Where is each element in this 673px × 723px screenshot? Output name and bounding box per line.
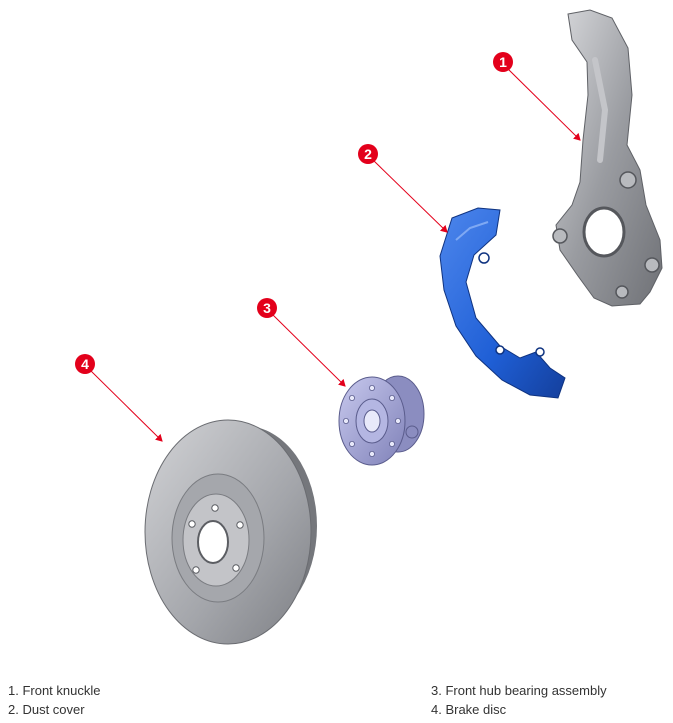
- front-knuckle-part: [552, 9, 663, 307]
- callout-3-leader: [271, 313, 346, 387]
- svg-text:2: 2: [364, 146, 372, 162]
- svg-text:4: 4: [81, 356, 89, 372]
- svg-text:3: 3: [263, 300, 271, 316]
- callout-2: 2: [358, 144, 378, 164]
- callout-1-leader: [506, 67, 581, 141]
- brake-disc-part: [144, 419, 317, 645]
- legend-item-front-knuckle: 1. Front knuckle: [8, 683, 101, 698]
- callout-4-leader: [89, 369, 163, 442]
- callout-4: 4: [75, 354, 95, 374]
- front-hub-bearing-assembly-part: [338, 375, 425, 466]
- callout-2-leader: [372, 159, 448, 233]
- legend-left: 1. Front knuckle 2. Dust cover: [8, 681, 101, 719]
- legend-item-brake-disc: 4. Brake disc: [431, 702, 507, 717]
- legend-item-dust-cover: 2. Dust cover: [8, 702, 85, 717]
- legend-item-front-hub-bearing-assembly: 3. Front hub bearing assembly: [431, 683, 607, 698]
- legend-right: 3. Front hub bearing assembly 4. Brake d…: [431, 681, 607, 719]
- callout-3: 3: [257, 298, 277, 318]
- exploded-parts-diagram: 1 2 3 4: [75, 9, 663, 645]
- callout-1: 1: [493, 52, 513, 72]
- svg-text:1: 1: [499, 54, 507, 70]
- dust-cover-part: [439, 207, 566, 399]
